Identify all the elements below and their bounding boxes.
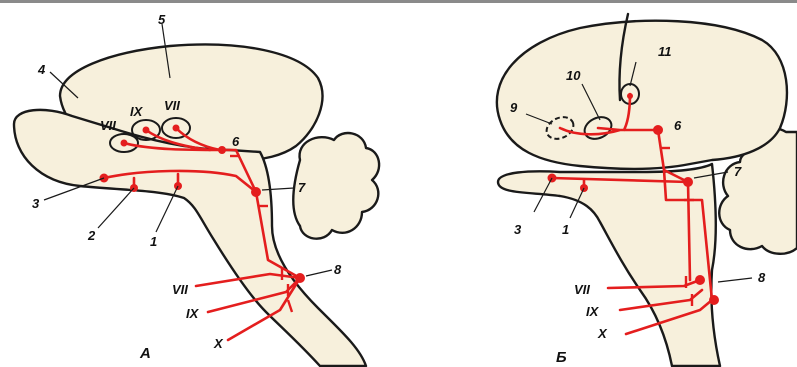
panel-b-label-1: 1 (562, 222, 569, 237)
panel-a-label-1: 1 (150, 234, 157, 249)
panel-a-leader-2 (98, 188, 134, 228)
panel-b-label-vii-nerve: VII (574, 282, 590, 297)
panel-b-label-x-nerve: X (597, 326, 608, 341)
panel-a: 5 4 VII IX VII 6 7 8 3 2 1 VII IX X А (14, 12, 379, 366)
panel-a-label-ix-nerve: IX (186, 306, 200, 321)
panel-a-label-6: 6 (232, 134, 240, 149)
panel-a-label-5: 5 (158, 12, 166, 27)
panel-b: 11 10 9 6 7 8 3 1 VII IX X Б (497, 14, 797, 366)
panel-a-label-vii-top: VII (164, 98, 180, 113)
panel-a-dot-vii-top (173, 125, 180, 132)
panel-b-label-ix-nerve: IX (586, 304, 600, 319)
panel-a-label-8: 8 (334, 262, 342, 277)
panel-b-dot-8b (709, 295, 719, 305)
panel-b-leader-8 (718, 278, 752, 282)
panel-a-label-4: 4 (37, 62, 46, 77)
panel-b-brainstem (498, 164, 720, 366)
panel-b-label-10: 10 (566, 68, 581, 83)
panel-a-dot-ix (143, 127, 150, 134)
panel-a-cerebellum (293, 133, 379, 239)
panel-a-leader-8 (306, 270, 332, 276)
panel-b-label-7: 7 (734, 164, 742, 179)
panel-a-dot-7 (251, 187, 261, 197)
panel-a-dot-6 (218, 146, 226, 154)
panel-b-dot-6 (653, 125, 663, 135)
panel-b-label-6: 6 (674, 118, 682, 133)
panel-a-label-ix-top: IX (130, 104, 144, 119)
panel-a-label-vii-nerve: VII (172, 282, 188, 297)
panel-b-hemisphere (497, 21, 787, 169)
panel-a-dot-vii-left (121, 140, 128, 147)
panel-b-label-9: 9 (510, 100, 518, 115)
panel-a-label-3: 3 (32, 196, 40, 211)
panel-b-dot-11 (627, 93, 633, 99)
panel-a-label-7: 7 (298, 180, 306, 195)
panel-a-dot-8 (295, 273, 305, 283)
panel-b-label-11: 11 (658, 44, 672, 59)
panel-a-title: А (139, 345, 151, 362)
panel-a-label-vii-left: VII (100, 118, 116, 133)
panel-b-title: Б (556, 349, 567, 366)
panel-b-label-8: 8 (758, 270, 766, 285)
panel-b-label-3: 3 (514, 222, 522, 237)
panel-b-dot-7 (683, 177, 693, 187)
panel-b-dot-8a (695, 275, 705, 285)
panel-a-label-2: 2 (87, 228, 96, 243)
panel-a-label-x-nerve: X (213, 336, 224, 351)
